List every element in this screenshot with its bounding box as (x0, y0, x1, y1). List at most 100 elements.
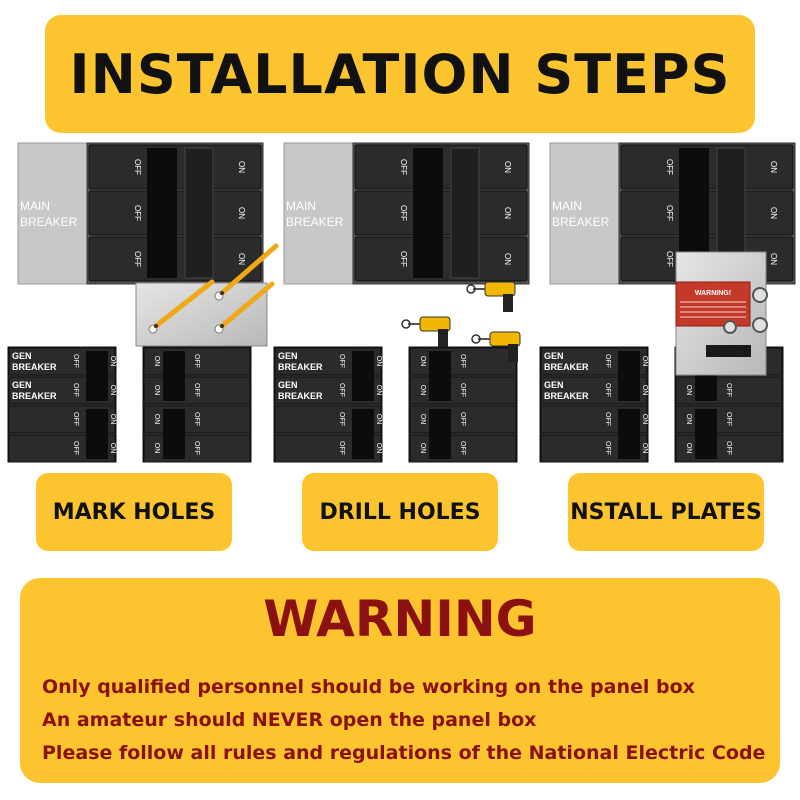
gen-breaker-label-line1: GEN (544, 380, 564, 390)
off-label: OFF (338, 441, 345, 455)
warning-box: WARNING Only qualified personnel should … (20, 578, 780, 783)
step-drill-holes-label: DRILL HOLES (302, 473, 498, 551)
gen-breaker-label-line2: BREAKER (544, 362, 589, 372)
drill-handle (438, 329, 448, 347)
pencil-icon (219, 243, 279, 296)
on-label: ON (375, 414, 382, 425)
gen-breaker-label-line1: GEN (12, 380, 32, 390)
off-label: OFF (72, 412, 79, 426)
plate-warning-title: WARNING! (695, 290, 731, 297)
main-breaker-label-line2: BREAKER (552, 215, 610, 229)
sub-breaker-slot (429, 409, 451, 459)
gen-breaker-label-line2: BREAKER (12, 362, 57, 372)
off-label: OFF (72, 441, 79, 455)
on-label: ON (641, 414, 648, 425)
off-label: OFF (72, 383, 79, 397)
on-label: ON (237, 207, 246, 219)
on-label: ON (685, 443, 692, 454)
on-label: ON (641, 356, 648, 367)
off-label: OFF (399, 251, 408, 267)
warning-line-3: Please follow all rules and regulations … (42, 742, 766, 764)
on-label: ON (419, 414, 426, 425)
page-title: INSTALLATION STEPS (69, 42, 731, 106)
sub-breaker-row (409, 405, 517, 434)
warning-line-2: An amateur should NEVER open the panel b… (42, 709, 537, 731)
off-label: OFF (459, 354, 466, 368)
off-label: OFF (133, 205, 142, 221)
on-label: ON (503, 207, 512, 219)
gen-breaker-label-line2: BREAKER (12, 391, 57, 401)
gen-breaker-label-line1: GEN (12, 351, 32, 361)
sub-breaker-slot (163, 351, 185, 401)
off-label: OFF (193, 383, 200, 397)
sub-breaker-row (143, 434, 251, 463)
sub-breaker-slot (429, 351, 451, 401)
on-label: ON (641, 385, 648, 396)
off-label: OFF (399, 205, 408, 221)
off-label: OFF (459, 383, 466, 397)
sub-breaker-row (143, 376, 251, 405)
bolt-icon (752, 317, 768, 333)
on-label: ON (685, 385, 692, 396)
main-breaker-handle (450, 147, 480, 279)
drill-icon (484, 281, 516, 297)
sub-breaker-row (143, 405, 251, 434)
off-label: OFF (604, 441, 611, 455)
bolt-icon (723, 320, 737, 334)
on-label: ON (641, 443, 648, 454)
off-label: OFF (604, 412, 611, 426)
bolt-icon (752, 287, 768, 303)
drill-handle (503, 294, 513, 312)
plate-warning-sticker (675, 281, 751, 327)
on-label: ON (375, 443, 382, 454)
pencil-tip (220, 324, 224, 328)
mark-holes-illustration (135, 243, 279, 347)
sub-breaker-row (675, 405, 783, 434)
off-label: OFF (338, 383, 345, 397)
on-label: ON (109, 356, 116, 367)
hole-ring (466, 284, 476, 294)
on-label: ON (109, 443, 116, 454)
off-label: OFF (133, 251, 142, 267)
gen-breaker-label-line1: GEN (544, 351, 564, 361)
gen-breaker-slot (618, 409, 640, 459)
sub-breaker-row (143, 347, 251, 376)
pencil-icon (153, 279, 215, 329)
gen-breaker-slot (352, 409, 374, 459)
off-label: OFF (604, 383, 611, 397)
gen-breaker-slot (618, 351, 640, 401)
off-label: OFF (665, 251, 674, 267)
on-label: ON (153, 414, 160, 425)
on-label: ON (237, 161, 246, 173)
step-install-plates-label: NSTALL PLATES (568, 473, 764, 551)
off-label: OFF (725, 383, 732, 397)
warning-line-1: Only qualified personnel should be worki… (42, 676, 695, 698)
off-label: OFF (459, 412, 466, 426)
sub-breaker-row (409, 434, 517, 463)
main-breaker-label-line1: MAIN (20, 199, 50, 213)
sub-breaker-slot (163, 409, 185, 459)
off-label: OFF (193, 412, 200, 426)
off-label: OFF (338, 354, 345, 368)
gen-breaker-label-line1: GEN (278, 380, 298, 390)
title-banner: INSTALLATION STEPS (45, 15, 755, 133)
on-label: ON (153, 385, 160, 396)
gen-breaker-label-line2: BREAKER (544, 391, 589, 401)
off-label: OFF (459, 441, 466, 455)
pencil-tip (220, 291, 224, 295)
off-label: OFF (725, 412, 732, 426)
hole-ring (471, 334, 481, 344)
step-mark-holes-label: MARK HOLES (36, 473, 232, 551)
on-label: ON (375, 385, 382, 396)
gen-breaker-label-line2: BREAKER (278, 391, 323, 401)
on-label: ON (503, 253, 512, 265)
off-label: OFF (604, 354, 611, 368)
sub-breaker-slot (695, 409, 717, 459)
off-label: OFF (133, 159, 142, 175)
